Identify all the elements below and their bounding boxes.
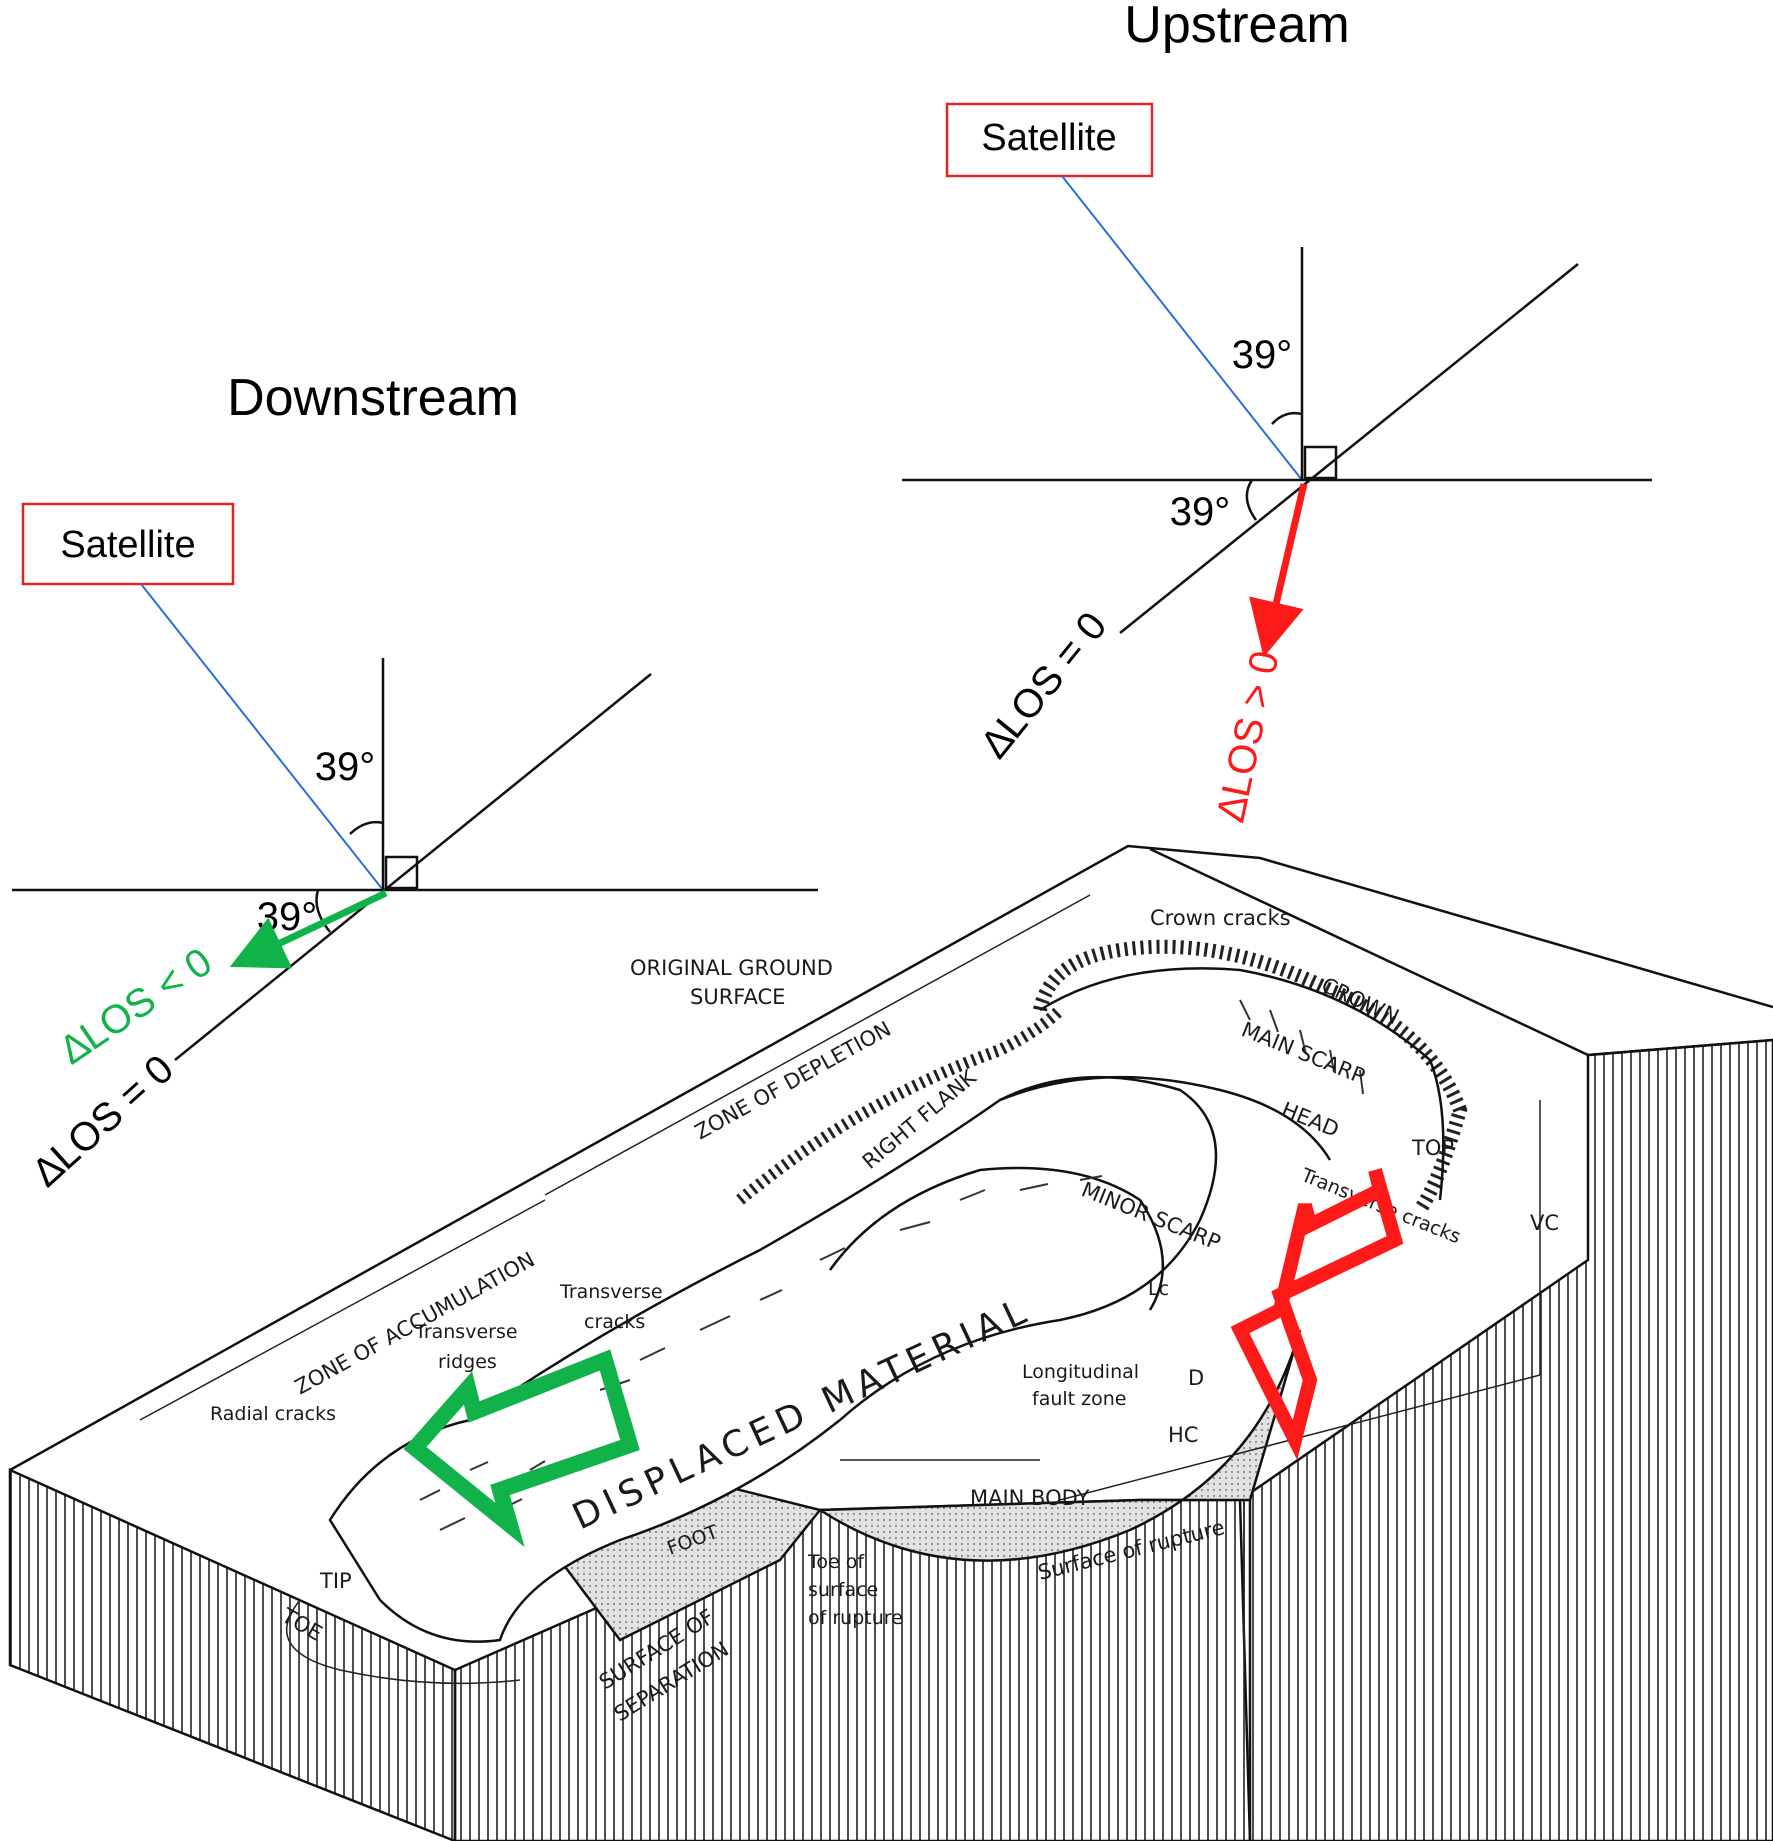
toe-rupture-label-1: Toe of	[807, 1551, 865, 1573]
upstream-line-of-sight	[1061, 175, 1303, 481]
minor-scarp-edge	[828, 1166, 1165, 1311]
upstream-angle-left-label: 39°	[1170, 490, 1231, 534]
upstream-angle-arc-left	[1245, 479, 1258, 521]
longitudinal-label-2: fault zone	[1032, 1388, 1126, 1410]
transverse-ridges-label-2: ridges	[438, 1351, 497, 1373]
tip-label: TIP	[319, 1569, 352, 1593]
upstream-los-result-label: ∆LOS > 0	[1209, 647, 1288, 825]
toe-outline	[285, 1599, 521, 1685]
landslide-block-diagram: Crown cracks ORIGINAL GROUND SURFACE ZON…	[8, 844, 1773, 1841]
downstream-slope-line	[174, 673, 652, 1061]
downstream-los-result-label: ∆LOS < 0	[52, 940, 219, 1073]
downstream-satellite-label: Satellite	[60, 524, 195, 566]
original-ground-label-2: SURFACE	[690, 985, 785, 1009]
longitudinal-label-1: Longitudinal	[1022, 1361, 1139, 1383]
main-scarp-edge	[1039, 967, 1445, 1201]
original-ground-label-1: ORIGINAL GROUND	[630, 956, 833, 980]
toe-rupture-label-3: of rupture	[808, 1607, 903, 1629]
downstream-satellite-box	[21, 502, 235, 586]
radial-cracks-label: Radial cracks	[210, 1403, 336, 1425]
upstream-right-angle-marker	[1303, 445, 1338, 480]
upstream-los-arrow	[1249, 483, 1308, 658]
upstream-angle-top-label: 39°	[1232, 333, 1293, 377]
block-front-face	[8, 1468, 457, 1841]
d-label: D	[1188, 1366, 1204, 1390]
downstream-right-angle-marker	[384, 855, 419, 890]
vc-label: VC	[1530, 1211, 1559, 1235]
downstream-los-zero-label: ∆LOS = 0	[25, 1047, 183, 1195]
downstream-panel: Downstream Satellite 39° 39° ∆LOS < 0 ∆L…	[12, 369, 818, 1195]
downstream-title: Downstream	[227, 369, 519, 427]
downstream-line-of-sight	[140, 583, 384, 891]
block-top-edge	[9, 844, 1773, 1472]
downstream-angle-top-label: 39°	[315, 745, 376, 789]
transverse-ridges-label-1: Transverse	[414, 1321, 518, 1343]
lc-label: Lc	[1148, 1278, 1169, 1300]
zone-depletion-bracket	[544, 894, 1091, 1196]
upstream-satellite-label: Satellite	[981, 117, 1116, 159]
upstream-slope-line	[1119, 263, 1579, 634]
block-right-top-edge	[1587, 1038, 1773, 1057]
surface-of-rupture-area	[815, 1329, 1302, 1562]
upstream-title: Upstream	[1124, 0, 1349, 54]
upstream-displacement-arrow	[1230, 1168, 1404, 1461]
main-body-label: MAIN BODY	[970, 1486, 1090, 1510]
crown-cracks-label-1: Crown cracks	[1150, 906, 1291, 930]
transverse-cracks-label-1: Transverse	[559, 1281, 663, 1303]
block-ridge-edge	[1149, 847, 1589, 1057]
toe-rupture-label-2: surface	[808, 1579, 878, 1601]
upstream-satellite-box	[945, 102, 1154, 178]
upstream-panel: Upstream Satellite 39° 39° ∆LOS = 0 ∆LOS…	[902, 0, 1652, 825]
block-right-face	[1238, 1038, 1773, 1841]
downstream-displacement-arrow	[403, 1349, 640, 1548]
main-scarp-rim	[1033, 939, 1468, 1214]
zone-accumulation-bracket	[139, 1199, 546, 1421]
right-flank-rim	[736, 1005, 1065, 1205]
head-edge	[999, 1075, 1332, 1161]
displaced-material-body	[328, 1075, 1218, 1643]
upstream-los-zero-label: ∆LOS = 0	[973, 604, 1116, 766]
downstream-los-arrow	[229, 889, 388, 969]
upstream-angle-arc-top	[1271, 411, 1303, 425]
top-label: TOP	[1411, 1136, 1454, 1160]
downstream-angle-arc-left	[315, 889, 331, 933]
hc-label: HC	[1168, 1423, 1198, 1447]
downstream-angle-arc-top	[349, 820, 384, 835]
transverse-cracks-label-2: cracks	[584, 1311, 645, 1333]
